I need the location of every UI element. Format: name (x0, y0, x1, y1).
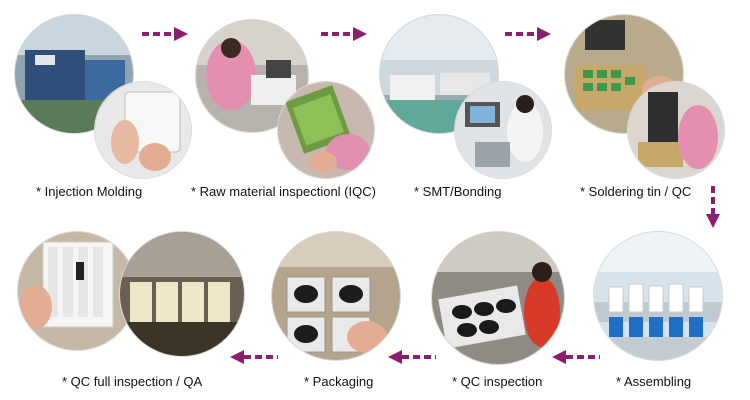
step-label: * Raw material inspectionl (IQC) (191, 184, 376, 199)
soldering-photo-inset (628, 82, 724, 178)
step-label: * Soldering tin / QC (580, 184, 692, 199)
arrow-left-icon (388, 350, 436, 364)
arrow-left-icon (230, 350, 278, 364)
arrow-left-icon (552, 350, 600, 364)
step-label: * Assembling (616, 374, 692, 389)
smt-bonding-photo-inset (455, 82, 551, 178)
raw-material-photo-inset (278, 82, 374, 178)
packaging-photo (272, 232, 400, 360)
soldering-photo-main (565, 15, 683, 133)
qc-full-inspection-photo-inset (120, 232, 244, 356)
step-label: * Packaging (304, 374, 374, 389)
arrow-right-icon (321, 27, 367, 41)
step-label: * QC full inspection / QA (62, 374, 203, 389)
arrow-right-icon (142, 27, 188, 41)
arrow-down-icon (706, 186, 720, 228)
assembling-photo (594, 232, 722, 360)
step-label: * QC inspection (452, 374, 543, 389)
qc-inspection-photo (432, 232, 564, 364)
step-label: * SMT/Bonding (414, 184, 502, 199)
arrow-right-icon (505, 27, 551, 41)
step-label: * Injection Molding (36, 184, 143, 199)
injection-molding-photo-inset (95, 82, 191, 178)
smt-bonding-photo-main (380, 15, 498, 133)
qc-full-inspection-photo-main (18, 232, 136, 350)
